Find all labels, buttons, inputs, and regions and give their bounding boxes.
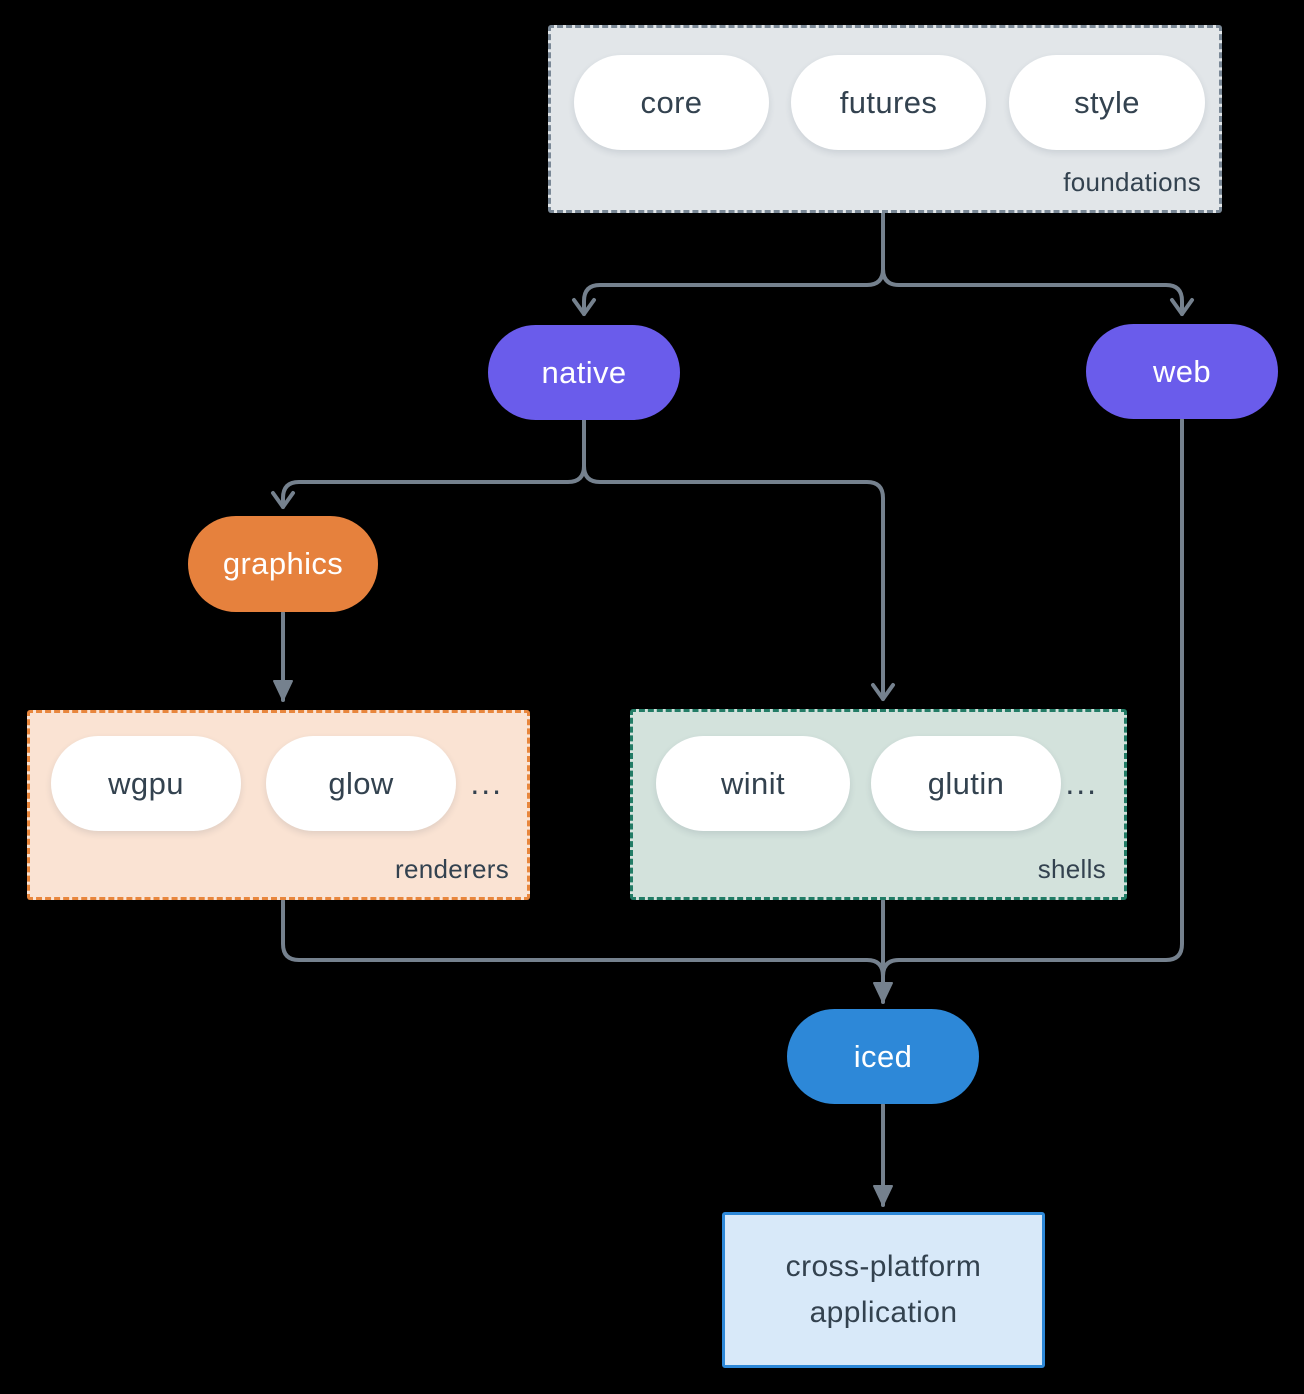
node-glutin: glutin	[871, 736, 1061, 831]
foundations-group: core futures style foundations	[548, 25, 1222, 213]
node-web-label: web	[1152, 353, 1212, 389]
shells-group: winit glutin ... shells	[630, 709, 1127, 900]
edge-native-shells	[582, 418, 895, 701]
node-iced: iced	[787, 1009, 979, 1104]
node-futures-label: futures	[839, 84, 938, 120]
edge-foundations-native	[572, 212, 885, 316]
shells-ellipsis: ...	[1065, 765, 1098, 801]
node-glow: glow	[266, 736, 456, 831]
renderers-group-label: renderers	[395, 854, 509, 884]
node-cross-platform-application: cross-platform application	[722, 1212, 1045, 1368]
foundations-group-label: foundations	[1063, 167, 1201, 197]
edge-foundations-web	[881, 212, 1194, 316]
node-glow-label: glow	[328, 765, 394, 801]
node-futures: futures	[791, 55, 986, 150]
node-native: native	[488, 325, 680, 420]
node-winit: winit	[656, 736, 850, 831]
node-wgpu: wgpu	[51, 736, 241, 831]
node-style-label: style	[1074, 84, 1140, 120]
node-web: web	[1086, 324, 1278, 419]
edge-renderers-iced	[281, 899, 885, 978]
renderers-group: wgpu glow ... renderers	[27, 710, 530, 900]
node-core-label: core	[640, 84, 703, 120]
node-iced-label: iced	[853, 1038, 913, 1074]
node-style: style	[1009, 55, 1205, 150]
node-native-label: native	[541, 354, 627, 390]
cross-platform-application-label: cross-platform application	[785, 1250, 982, 1329]
node-wgpu-label: wgpu	[108, 765, 184, 801]
node-graphics: graphics	[188, 516, 378, 612]
shells-group-label: shells	[1037, 854, 1106, 884]
node-glutin-label: glutin	[927, 765, 1005, 801]
node-winit-label: winit	[720, 765, 785, 801]
node-graphics-label: graphics	[222, 546, 344, 581]
node-core: core	[574, 55, 769, 150]
renderers-ellipsis: ...	[470, 765, 503, 801]
edge-native-graphics	[271, 418, 586, 509]
